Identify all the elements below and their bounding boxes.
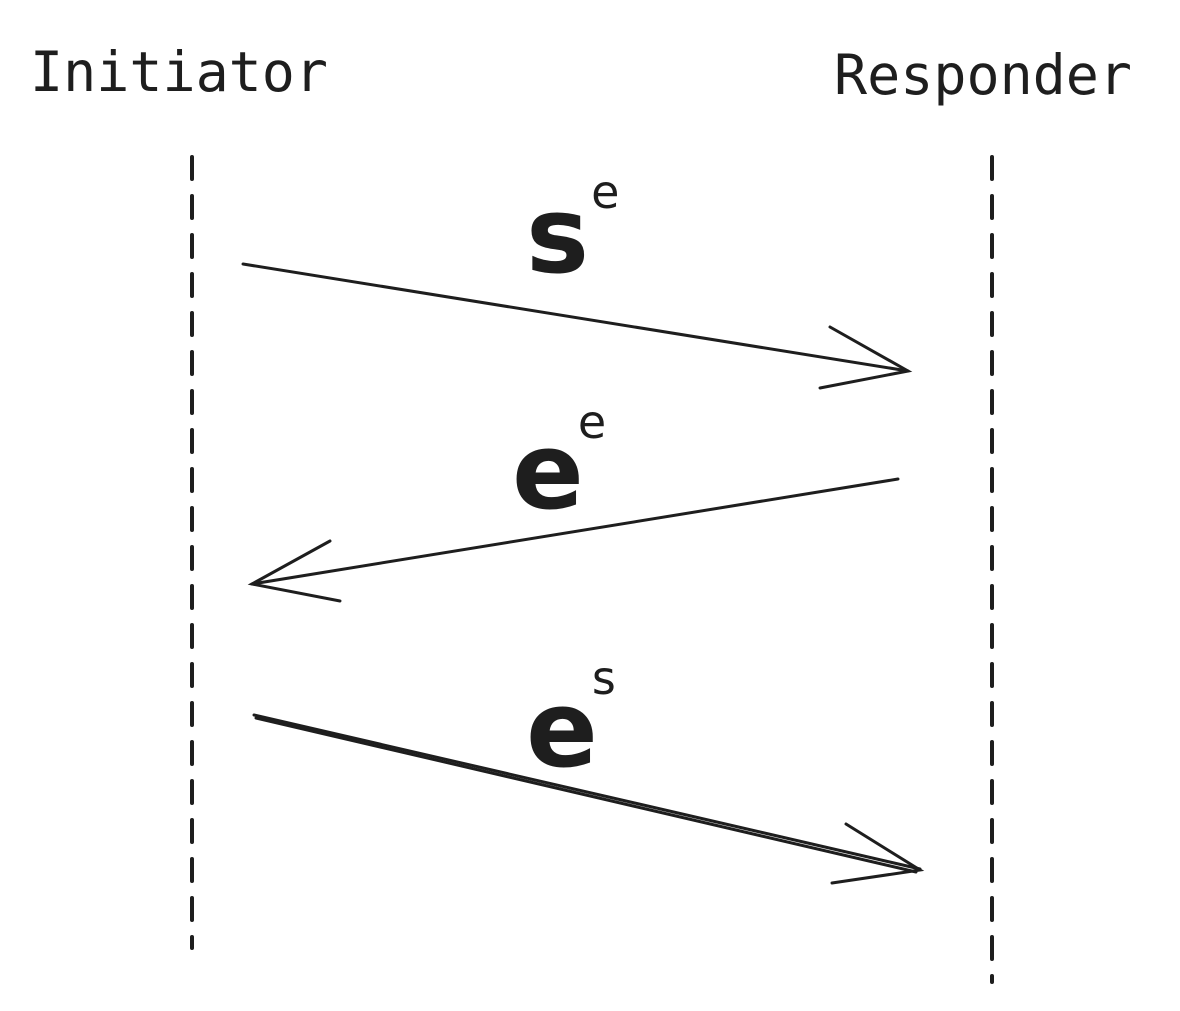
message-2: ee xyxy=(247,395,900,603)
message-3-superscript: s xyxy=(592,651,616,705)
message-3: es xyxy=(252,651,925,885)
message-1-arrow-head xyxy=(818,325,913,390)
message-2-arrow-head xyxy=(247,539,342,603)
message-3-arrow-shaft xyxy=(252,713,922,871)
message-1-superscript: e xyxy=(591,165,619,219)
message-3-arrow-head xyxy=(830,822,925,885)
message-1: se xyxy=(241,165,913,390)
message-3-label: es xyxy=(526,651,616,791)
message-1-label: se xyxy=(526,165,619,297)
message-2-arrow-shaft xyxy=(250,477,900,586)
message-3-base: e xyxy=(526,668,598,791)
message-2-label: ee xyxy=(512,395,606,533)
message-3-arrow-shaft-overstroke xyxy=(254,716,918,874)
message-1-arrow-shaft xyxy=(241,262,910,373)
initiator-label: Initiator xyxy=(30,40,328,104)
message-1-base: s xyxy=(526,174,589,297)
responder-label: Responder xyxy=(834,43,1132,107)
message-2-superscript: e xyxy=(578,395,606,449)
message-2-base: e xyxy=(512,410,584,533)
